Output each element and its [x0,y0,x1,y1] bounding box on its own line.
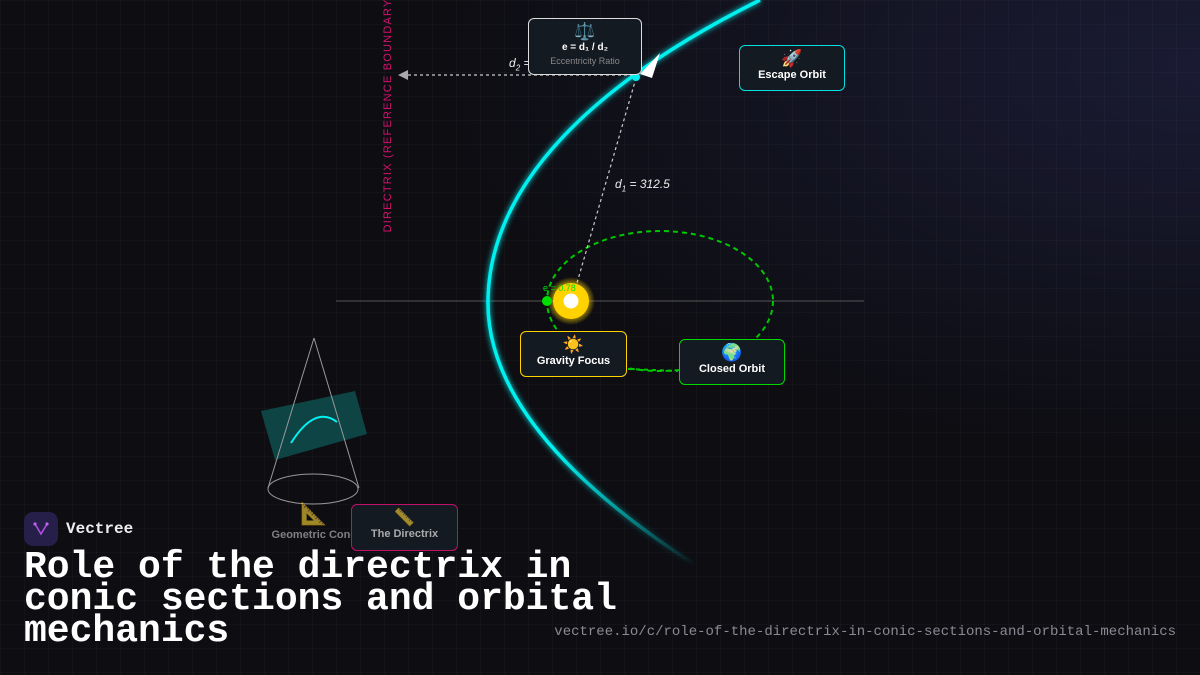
focus-center [563,293,579,309]
orbiting-body-pointer [640,53,660,78]
vectree-logo-icon [24,512,58,546]
brand-name: Vectree [66,520,134,538]
eccentricity-ratio-card[interactable]: ⚖️ e = d₁ / d₂ Eccentricity Ratio [528,18,642,75]
escape-orbit-hyperbola [486,0,761,567]
page-url[interactable]: vectree.io/c/role-of-the-directrix-in-co… [554,624,1176,640]
brand: Vectree [24,512,133,546]
directrix-label: DIRECTRIX (REFERENCE BOUNDARY) [382,0,394,233]
card-title: Closed Orbit [698,363,765,375]
card-title: e = d₁ / d₂ [561,42,609,53]
card-title: Geometric Cone [271,529,357,541]
card-subtitle: Eccentricity Ratio [550,56,620,66]
eccentricity-value: e = 0.78 [543,283,576,293]
balance-scale-icon: ⚖️ [574,22,596,41]
gravity-focus-card[interactable]: ☀️ Gravity Focus [520,331,627,377]
d1-label: d1 = 312.5 [615,177,670,194]
escape-orbit-card[interactable]: 🚀 Escape Orbit [739,45,845,91]
page-title: Role of the directrix in conic sections … [24,546,617,653]
d1-line [574,77,637,291]
d2-label: d2 = [509,56,531,73]
ellipse-connector [627,368,679,372]
sun-icon: ☀️ [562,335,585,354]
directrix-card[interactable]: 📏 The Directrix [351,504,458,551]
orbit-point [632,73,640,81]
ruler-icon: 📏 [393,508,416,527]
perihelion-dot [542,296,552,306]
triangle-ruler-icon: 📐 [300,501,328,526]
cone-illustration [261,337,367,505]
card-title: Gravity Focus [536,355,611,367]
geometric-cone-card[interactable]: 📐 Geometric Cone [266,499,362,541]
arrow-head-left [398,70,408,80]
card-title: The Directrix [370,528,439,540]
card-title: Escape Orbit [758,69,826,81]
globe-icon: 🌍 [721,343,743,362]
rocket-icon: 🚀 [781,49,803,68]
closed-orbit-card[interactable]: 🌍 Closed Orbit [679,339,785,385]
